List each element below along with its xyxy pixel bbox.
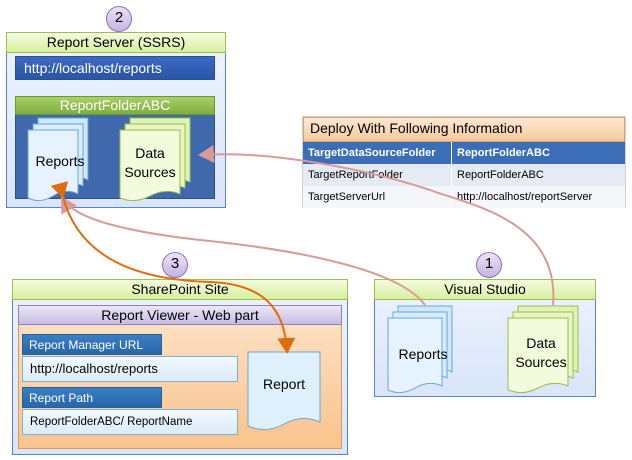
ssrs-title: Report Server (SSRS): [6, 32, 226, 53]
deploy-table-row: TargetReportFolder ReportFolderABC: [303, 164, 625, 186]
ssrs-datasources-label: Data Sources: [124, 145, 176, 180]
vs-reports-label: Reports: [398, 346, 448, 362]
deploy-reports-connector: [60, 196, 426, 306]
report-path-label: Report Path: [22, 387, 162, 408]
deploy-table-row: TargetDataSourceFolder ReportFolderABC: [303, 142, 625, 164]
vs-datasources-stack: [507, 305, 579, 394]
deploy-value: ReportFolderABC: [451, 164, 625, 186]
view-report-connector: [50, 181, 296, 354]
deploy-value: ReportFolderABC: [451, 142, 625, 164]
ssrs-reports-stack: [27, 117, 89, 202]
report-folder-title: ReportFolderABC: [15, 96, 215, 115]
deploy-table: Deploy With Following Information Target…: [302, 116, 626, 208]
deploy-key: TargetDataSourceFolder: [303, 142, 451, 164]
report-path-field: ReportFolderABC/ ReportName: [22, 409, 238, 435]
vs-reports-stack: [387, 305, 453, 394]
deploy-value: http://localhost/reportServer: [451, 186, 625, 208]
step-badge-2: 2: [106, 6, 132, 32]
deploy-table-title: Deploy With Following Information: [303, 117, 625, 142]
ssrs-reports-label: Reports: [35, 153, 85, 169]
vs-datasources-label: Data Sources: [515, 335, 567, 370]
deploy-table-row: TargetServerUrl http://localhost/reportS…: [303, 186, 625, 208]
deploy-key: TargetServerUrl: [303, 186, 451, 208]
step-badge-1: 1: [476, 252, 502, 278]
sharepoint-report-label: Report: [262, 376, 306, 392]
deploy-datasources-connector: [198, 145, 555, 306]
ssrs-url-bar: http://localhost/reports: [15, 56, 215, 80]
visual-studio-title: Visual Studio: [374, 279, 596, 300]
report-manager-url-field: http://localhost/reports: [22, 356, 238, 382]
